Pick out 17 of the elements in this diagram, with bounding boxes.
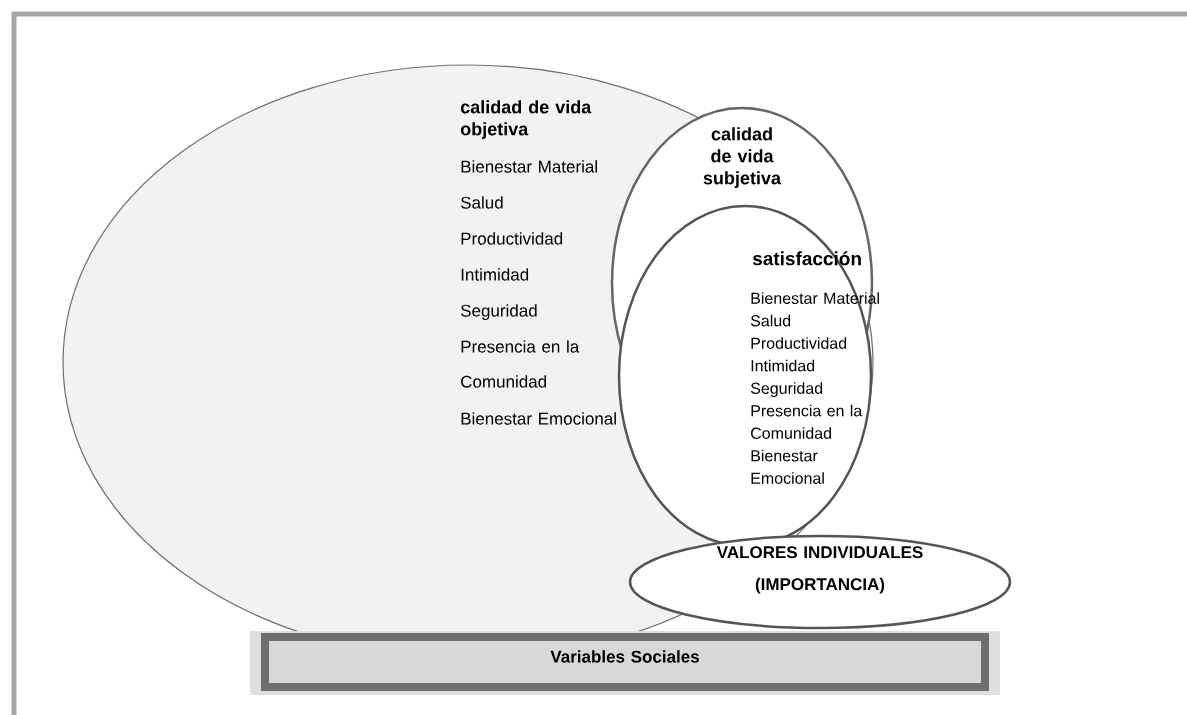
oval-label: VALORES INDIVIDUALES (IMPORTANCIA) xyxy=(716,546,923,594)
list-item: Salud xyxy=(461,196,503,209)
list-item: Intimidad xyxy=(461,268,529,281)
list-item: Bienestar Emocional xyxy=(751,449,824,484)
list-item: Productividad xyxy=(751,337,847,349)
list-item: Seguridad xyxy=(750,382,823,398)
title-bar: Variables Sociales xyxy=(250,631,1000,695)
list-item: Productividad xyxy=(461,232,563,245)
list-item: Intimidad xyxy=(751,359,815,372)
list-item: Bienestar Emocional xyxy=(461,412,616,425)
list-item: Presencia en la Comunidad xyxy=(751,404,863,439)
list-item: Presencia en la Comunidad xyxy=(461,340,580,388)
heading: calidad de vida subjetiva xyxy=(703,127,782,188)
heading: calidad de vida objetiva xyxy=(460,100,592,139)
list-item: Bienestar Material xyxy=(461,160,597,173)
list-item: Salud xyxy=(750,314,791,327)
list-item: Seguridad xyxy=(461,304,537,321)
